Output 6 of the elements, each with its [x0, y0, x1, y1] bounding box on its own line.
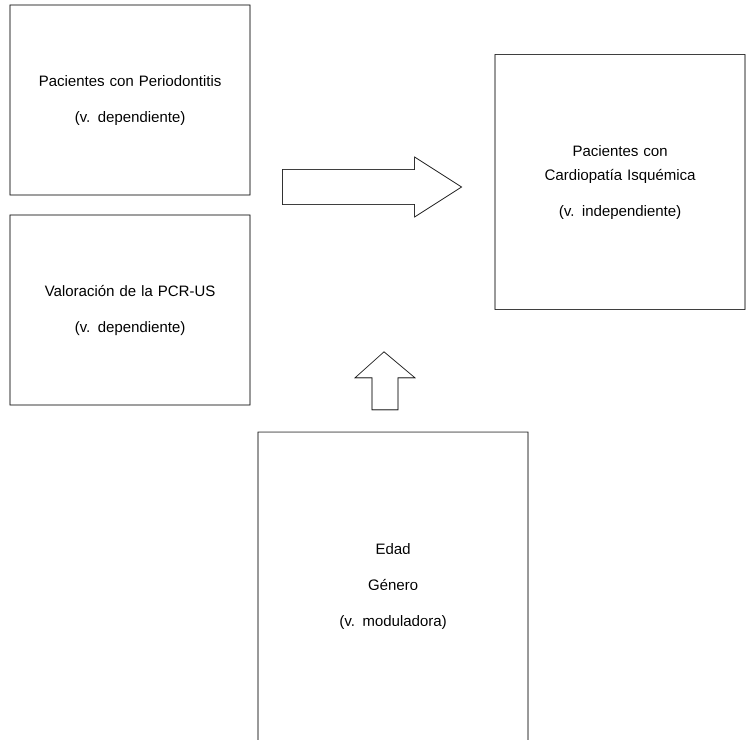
text-box: Pacientes con Periodontitis (v. dependiente): [10, 4, 250, 196]
block-arrow: [354, 351, 416, 410]
block-arrow: [282, 156, 462, 218]
text-box: Valoración de la PCR-US (v. dependiente): [10, 214, 250, 406]
text-box: Pacientes con Cardiopatía Isquémica (v. independiente): [494, 54, 746, 310]
text-box: Edad Género (v. moduladora): [258, 432, 528, 740]
